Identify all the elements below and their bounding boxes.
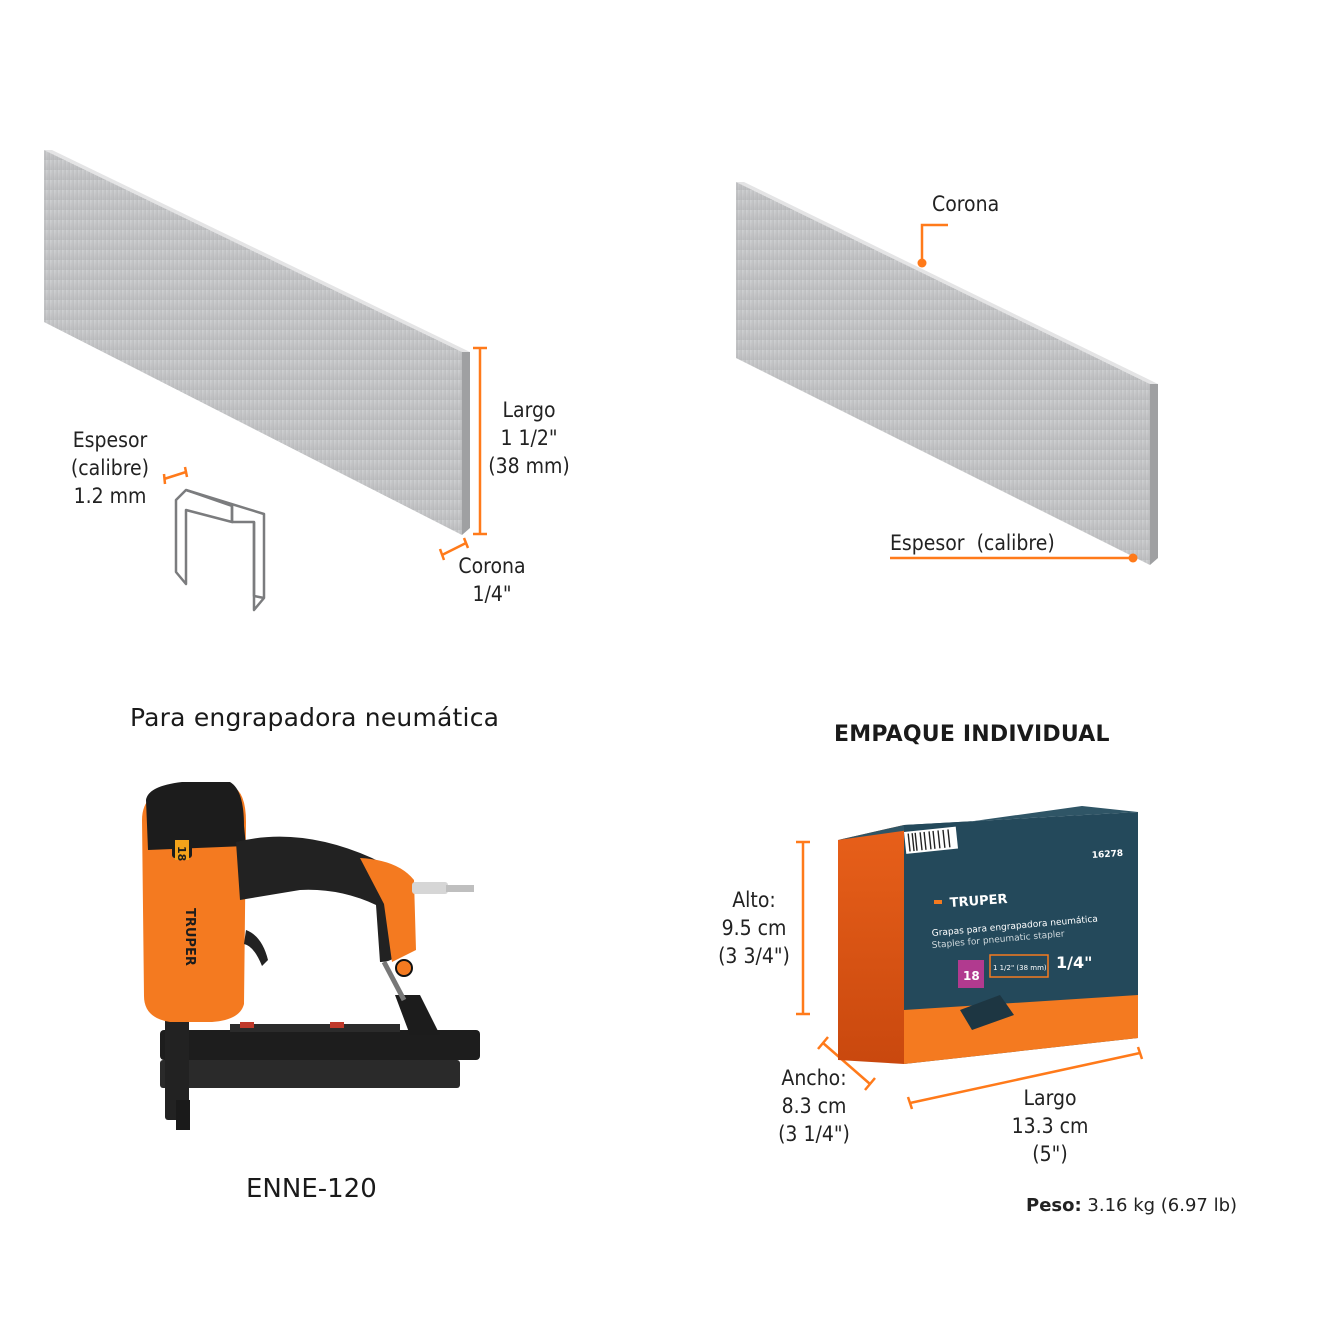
pneumatic-stapler — [142, 782, 480, 1130]
label-largo-package: Largo 13.3 cm (5") — [1011, 1086, 1089, 1166]
package-weight: Peso: 3.16 kg (6.97 lb) — [1026, 1195, 1237, 1216]
label-corona: Corona 1/4" — [458, 554, 526, 606]
weight-label: Peso: — [1026, 1195, 1082, 1216]
tool-model: ENNE-120 — [246, 1174, 377, 1204]
box-code: 16278 — [1092, 849, 1124, 861]
box-length: 1 1/2" (38 mm) — [993, 964, 1047, 972]
label-alto: Alto: 9.5 cm (3 3/4") — [718, 888, 790, 968]
box-crown: 1/4" — [1056, 953, 1092, 972]
staple-strip-2 — [736, 182, 1158, 565]
weight-value: 3.16 kg (6.97 lb) — [1081, 1195, 1238, 1216]
label-largo: Largo 1 1/2" (38 mm) — [488, 398, 570, 478]
tool-heading: Para engrapadora neumática — [130, 703, 500, 732]
package-box — [838, 740, 1138, 1064]
dimension-lines — [162, 223, 1133, 561]
tool-brand: TRUPER — [182, 908, 197, 966]
single-staple — [174, 488, 266, 612]
label-ancho: Ancho: 8.3 cm (3 1/4") — [778, 1066, 850, 1146]
label-espesor: Espesor (calibre) 1.2 mm — [70, 428, 150, 508]
callout-espesor: Espesor (calibre) — [890, 531, 1055, 555]
callout-corona: Corona — [932, 192, 1000, 216]
package-heading: EMPAQUE INDIVIDUAL — [834, 722, 1110, 747]
tool-badge: 18 — [175, 846, 188, 861]
staple-strip-1 — [44, 150, 470, 535]
box-brand: TRUPER — [949, 892, 1008, 911]
box-gauge: 18 — [963, 969, 980, 983]
package-dimension-lines — [796, 840, 1144, 1110]
